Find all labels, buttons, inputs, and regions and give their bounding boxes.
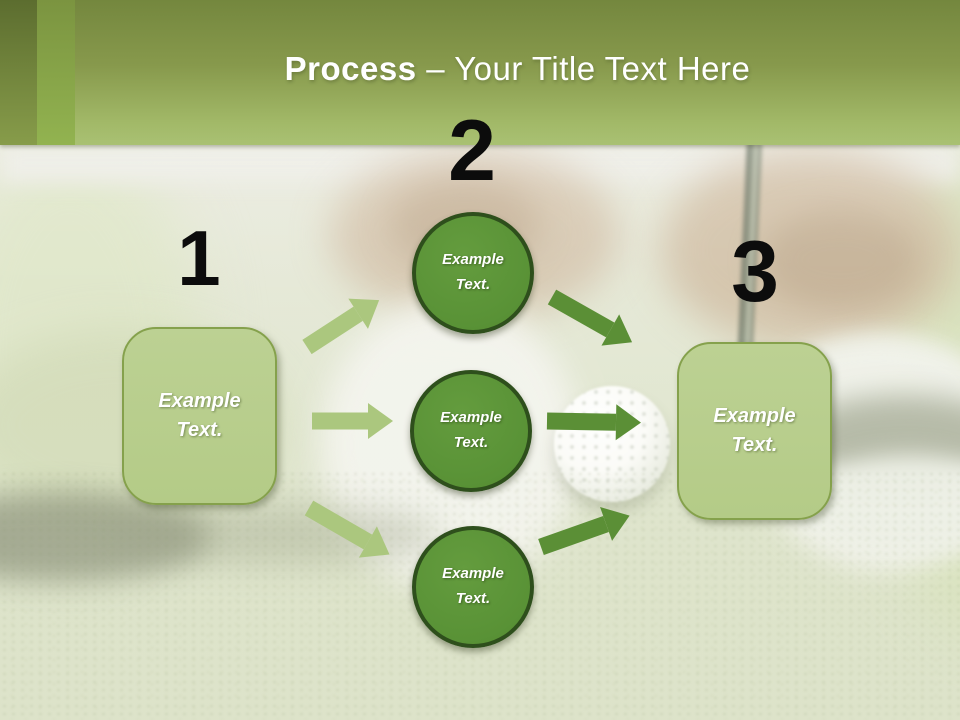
step-number-2[interactable]: 2 <box>448 103 496 199</box>
step3-box-label: Example Text. <box>713 405 796 456</box>
step-number-1[interactable]: 1 <box>177 214 221 302</box>
step1-box-label: Example Text. <box>158 390 241 441</box>
arrow-middle-circle-to-right <box>546 403 642 441</box>
step-number-3[interactable]: 3 <box>731 224 779 320</box>
step2-circle-middle[interactable]: Example Text. <box>410 370 532 492</box>
photo-golf-ball <box>554 386 670 502</box>
title-banner: Process – Your Title Text Here <box>0 0 960 145</box>
arrow-left-to-middle-circle <box>312 403 393 439</box>
step2-circle-top[interactable]: Example Text. <box>412 212 534 334</box>
arrow-shaft <box>546 412 617 431</box>
step1-box[interactable]: Example Text. <box>122 327 277 505</box>
step2-circle-middle-label: Example Text. <box>440 409 502 451</box>
slide-title-rest: Your Title Text Here <box>454 50 751 87</box>
arrow-head <box>615 404 642 441</box>
photo-hole-shadow-band <box>120 505 440 565</box>
banner-stripe-light <box>37 0 75 145</box>
photo-right-shoe-laces <box>760 210 920 310</box>
banner-stripe-dark <box>0 0 37 145</box>
step2-circle-bottom-label: Example Text. <box>442 565 504 607</box>
arrow-shaft <box>312 412 368 430</box>
step2-circle-top-label: Example Text. <box>442 251 504 293</box>
arrow-head <box>368 403 393 439</box>
slide-title[interactable]: Process – Your Title Text Here <box>75 50 960 88</box>
slide-title-separator: – <box>426 50 446 87</box>
step3-box[interactable]: Example Text. <box>677 342 832 520</box>
step2-circle-bottom[interactable]: Example Text. <box>412 526 534 648</box>
slide-title-emphasis: Process <box>284 50 417 87</box>
